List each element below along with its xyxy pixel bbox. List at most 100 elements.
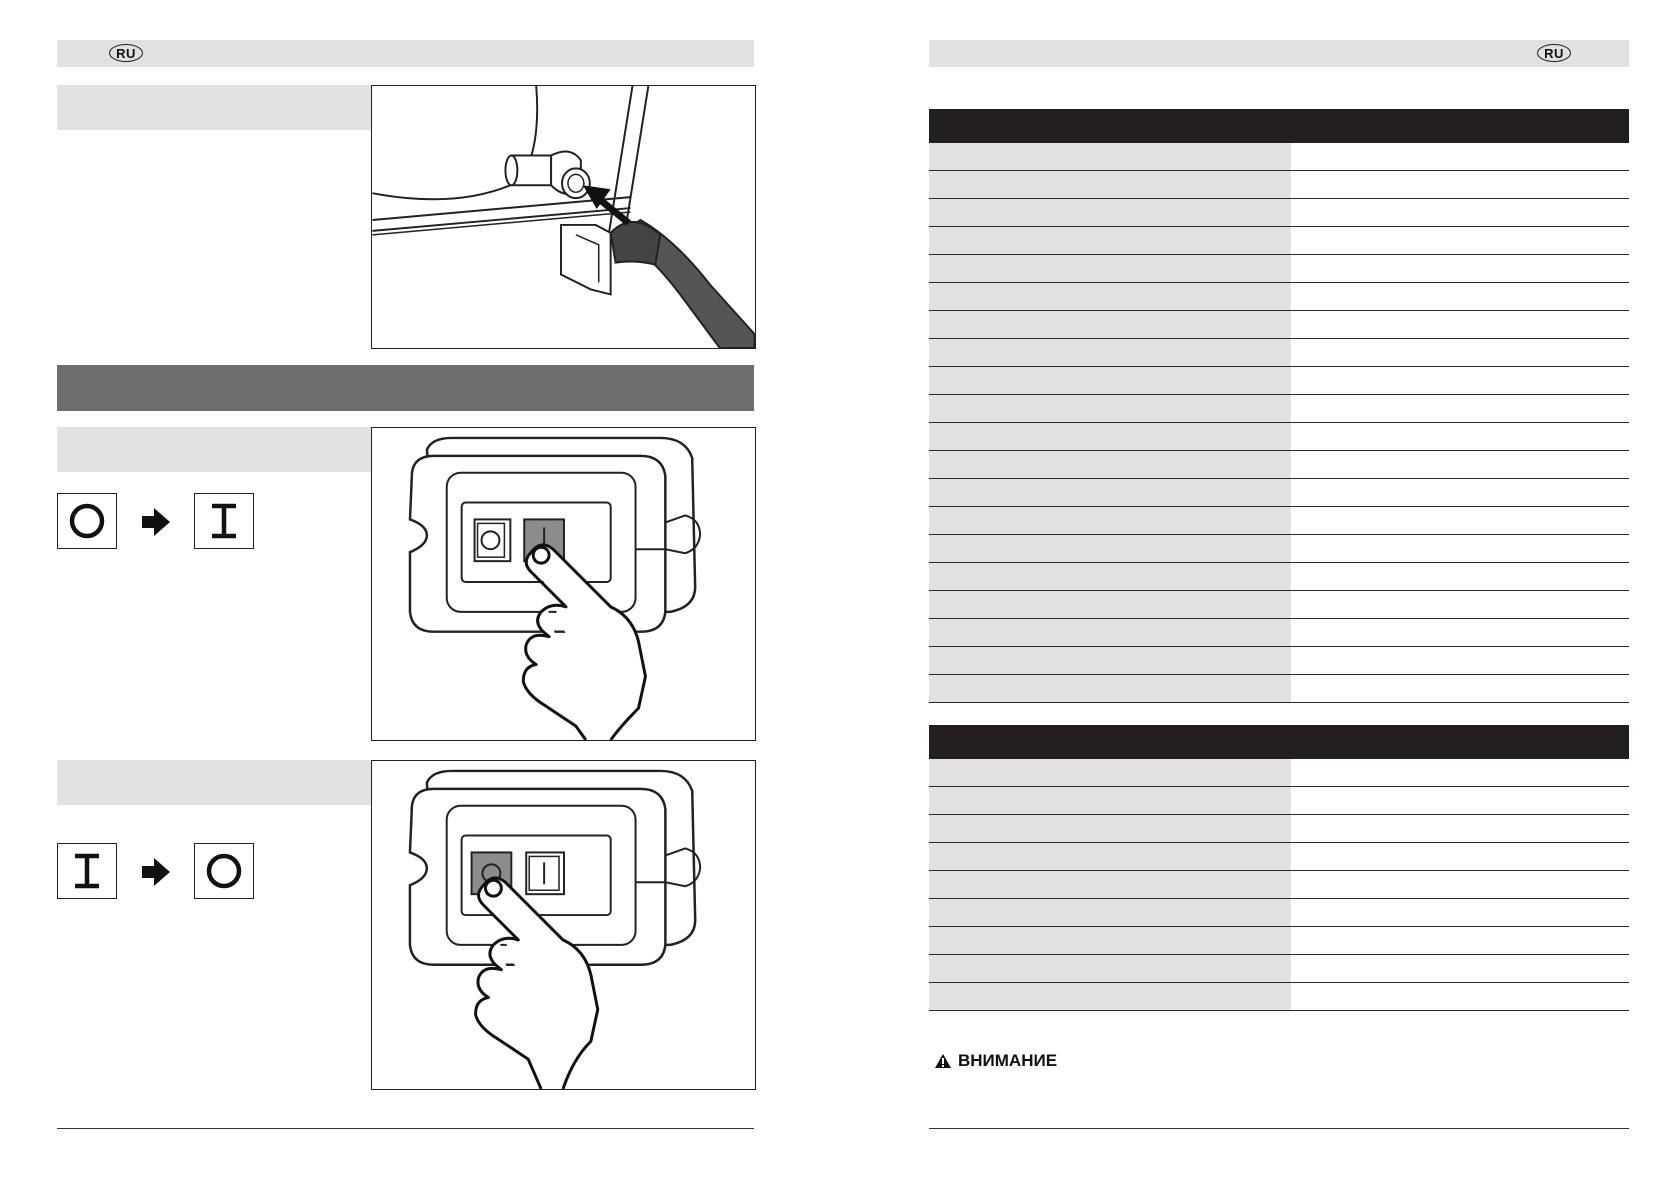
table-row	[929, 870, 1629, 899]
table-row	[929, 143, 1629, 171]
table-cell-value	[1291, 143, 1629, 171]
table-cell-value	[1291, 898, 1629, 927]
table-cell-label	[929, 954, 1291, 983]
table-header-row	[929, 725, 1629, 759]
table-cell-value	[1291, 394, 1629, 423]
table-cell-label	[929, 926, 1291, 955]
table-row	[929, 590, 1629, 619]
table-cell-label	[929, 450, 1291, 479]
table-cell-value	[1291, 562, 1629, 591]
table-row	[929, 759, 1629, 787]
switch-off-heading-box	[57, 760, 371, 805]
table-row	[929, 478, 1629, 507]
table-row	[929, 394, 1629, 423]
table-cell-label	[929, 422, 1291, 451]
table-cell-label	[929, 842, 1291, 871]
table-row	[929, 842, 1629, 871]
table-header-cell	[1291, 109, 1629, 143]
table-cell-label	[929, 534, 1291, 563]
table-row	[929, 954, 1629, 983]
right-header-bar: RU	[929, 40, 1629, 67]
table-cell-label	[929, 674, 1291, 703]
table-cell-label	[929, 646, 1291, 675]
table-header-cell	[929, 109, 1291, 143]
table-cell-value	[1291, 814, 1629, 843]
table-cell-value	[1291, 534, 1629, 563]
table-cell-label	[929, 870, 1291, 899]
left-footer-line	[57, 1128, 754, 1129]
table-cell-value	[1291, 506, 1629, 535]
table-row	[929, 450, 1629, 479]
table-cell-label	[929, 394, 1291, 423]
right-footer-line	[929, 1128, 1629, 1129]
table-row	[929, 254, 1629, 283]
table-header-row	[929, 109, 1629, 143]
table-cell-value	[1291, 842, 1629, 871]
warning-label: ВНИМАНИЕ	[958, 1051, 1058, 1070]
table-cell-value	[1291, 310, 1629, 339]
switch-on-figure	[371, 427, 756, 741]
table-row	[929, 898, 1629, 927]
warning-triangle-icon	[935, 1054, 951, 1068]
table-header-cell	[1291, 725, 1629, 759]
spec-table-2	[929, 725, 1629, 1011]
table-cell-value	[1291, 674, 1629, 703]
table-cell-label	[929, 590, 1291, 619]
arrow-right-icon	[142, 508, 170, 536]
hose-connection-figure	[371, 85, 756, 349]
language-badge: RU	[109, 44, 143, 62]
table-row	[929, 646, 1629, 675]
on-symbol-box-2	[57, 843, 117, 899]
table-cell-label	[929, 814, 1291, 843]
table-row	[929, 786, 1629, 815]
table-cell-value	[1291, 282, 1629, 311]
on-bar-icon	[75, 853, 99, 889]
table-row	[929, 814, 1629, 843]
section-heading-box	[57, 85, 371, 130]
spec-table-1	[929, 109, 1629, 703]
warning-note: ВНИМАНИЕ	[934, 1051, 1057, 1071]
table-row	[929, 562, 1629, 591]
table-row	[929, 926, 1629, 955]
language-badge: RU	[1537, 44, 1571, 62]
hose-connection-illustration	[372, 86, 755, 348]
table-cell-value	[1291, 982, 1629, 1011]
table-cell-label	[929, 143, 1291, 171]
table-cell-label	[929, 562, 1291, 591]
table-row	[929, 982, 1629, 1011]
table-row	[929, 366, 1629, 395]
table-cell-value	[1291, 170, 1629, 199]
table-cell-label	[929, 226, 1291, 255]
table-row	[929, 618, 1629, 647]
table-cell-label	[929, 786, 1291, 815]
table-cell-value	[1291, 338, 1629, 367]
off-symbol-box-2	[194, 843, 254, 899]
table-cell-value	[1291, 422, 1629, 451]
table-row	[929, 282, 1629, 311]
table-cell-value	[1291, 786, 1629, 815]
table-cell-value	[1291, 870, 1629, 899]
table-cell-label	[929, 759, 1291, 787]
table-row	[929, 674, 1629, 703]
table-cell-value	[1291, 366, 1629, 395]
table-cell-label	[929, 366, 1291, 395]
table-cell-value	[1291, 226, 1629, 255]
table-header-cell	[929, 725, 1291, 759]
table-cell-label	[929, 478, 1291, 507]
table-cell-value	[1291, 926, 1629, 955]
table-cell-label	[929, 618, 1291, 647]
table-cell-value	[1291, 954, 1629, 983]
switch-on-heading-box	[57, 427, 371, 472]
table-cell-label	[929, 310, 1291, 339]
table-cell-value	[1291, 198, 1629, 227]
switch-on-illustration	[408, 436, 702, 740]
table-row	[929, 170, 1629, 199]
switch-off-illustration	[408, 769, 702, 1089]
table-cell-value	[1291, 450, 1629, 479]
table-row	[929, 506, 1629, 535]
table-cell-label	[929, 254, 1291, 283]
table-cell-label	[929, 170, 1291, 199]
left-header-bar: RU	[57, 40, 754, 67]
table-cell-label	[929, 282, 1291, 311]
table-row	[929, 198, 1629, 227]
